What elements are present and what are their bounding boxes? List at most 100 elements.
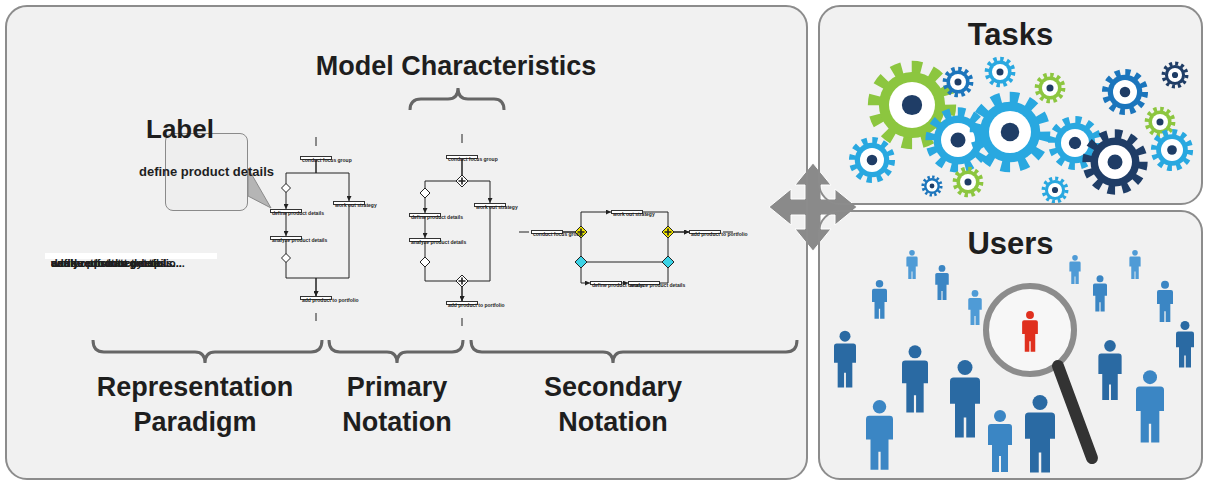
person	[1176, 321, 1194, 368]
panel-ground	[818, 210, 1203, 480]
gear	[1087, 134, 1143, 190]
process-box: add product to portfolio	[300, 296, 332, 300]
bracket	[93, 340, 322, 363]
sequence-flow	[660, 232, 689, 283]
process-label: conduct focus group	[448, 157, 498, 163]
gateway-plus	[459, 178, 466, 185]
sequence-flow	[316, 205, 349, 296]
gateway-diamond	[420, 188, 430, 198]
gear	[955, 169, 981, 195]
process-box: add product to portfolio	[689, 230, 721, 234]
gateways	[282, 175, 675, 287]
flow-stub	[519, 232, 529, 233]
process-box: add product to portfolio	[446, 301, 478, 305]
sequence-flow	[563, 232, 590, 283]
person	[1129, 250, 1140, 279]
person	[935, 265, 949, 300]
process-box: conduct focus group	[531, 230, 563, 234]
layer-label: Label	[146, 113, 214, 147]
process-box: work out strategy	[611, 210, 643, 214]
bracket	[471, 340, 797, 363]
task-gears	[852, 59, 1190, 202]
flow-stub	[316, 137, 317, 146]
process-box: analyze product details	[409, 238, 441, 242]
process-box: define product details	[590, 281, 622, 285]
person	[1069, 255, 1080, 284]
person	[1157, 281, 1173, 322]
parallel-gateway	[662, 226, 674, 238]
flow-stubs	[316, 134, 733, 326]
process-label: add product to portfolio	[691, 232, 748, 238]
process-label: analyze product details	[630, 283, 685, 289]
category-label: Representation Paradigm	[70, 370, 320, 440]
panel-ground	[5, 5, 808, 480]
person	[1025, 395, 1055, 473]
flow-stub	[316, 313, 317, 321]
sequence-flow	[286, 240, 316, 296]
process-label: analyze product details	[411, 240, 466, 246]
sequence-flow	[286, 160, 316, 209]
four-way-arrow	[769, 163, 857, 251]
process-label: conduct focus group	[533, 232, 583, 238]
process-box: work out strategy	[474, 203, 506, 207]
gateway-diamond	[575, 256, 587, 268]
process-box: work out strategy	[333, 201, 365, 205]
panel-ground	[818, 5, 1203, 205]
person	[950, 360, 980, 438]
gateway-plus	[665, 229, 672, 236]
sequence-flow	[462, 207, 490, 301]
person	[1136, 370, 1164, 442]
person	[968, 290, 982, 325]
gateway-diamond	[420, 257, 430, 267]
gear	[1164, 64, 1187, 87]
person	[1093, 275, 1107, 311]
process-box: define product details	[270, 209, 302, 213]
process-label: conduct focus group	[302, 158, 352, 164]
bracket	[329, 340, 463, 363]
connectors	[286, 159, 689, 301]
person	[1098, 340, 1121, 400]
panel-heading: Users	[820, 226, 1201, 262]
sequence-flow	[425, 159, 462, 213]
bracket	[410, 88, 504, 110]
magnifier-handle	[1058, 366, 1092, 458]
gear	[1147, 109, 1173, 135]
process-label: define product details	[411, 215, 463, 221]
panel-heading: Tasks	[820, 17, 1201, 53]
process-label: add product to portfolio	[448, 303, 505, 309]
process-box: conduct focus group	[300, 156, 332, 160]
gateway-diamond	[662, 256, 674, 268]
callout-text: define product details	[139, 164, 274, 180]
process-label: add product to portfolio	[302, 298, 359, 304]
person-highlighted	[1022, 311, 1038, 352]
gateway-diamond	[282, 184, 291, 193]
text-list: conduct focus group...work out strategy.…	[45, 253, 217, 259]
sequence-flow	[425, 217, 426, 238]
process-box: define product details	[409, 213, 441, 217]
gateway-plus	[459, 278, 466, 285]
sequence-flow	[425, 242, 462, 301]
gear	[923, 177, 941, 195]
gateway-diamond	[282, 254, 291, 263]
process-box: analyze product details	[628, 281, 660, 285]
gear	[987, 59, 1013, 85]
gear	[852, 140, 891, 179]
person	[872, 280, 887, 319]
gear	[945, 69, 971, 95]
gear	[1037, 75, 1063, 101]
process-box: conduct focus group	[446, 155, 478, 159]
process-label: analyze product details	[272, 238, 327, 244]
panel-heading: Model Characteristics	[256, 51, 656, 82]
parallel-gateway	[456, 275, 468, 287]
loop-line	[587, 262, 662, 263]
users-panel: Users	[818, 210, 1203, 480]
sequence-flow	[563, 212, 611, 232]
person	[866, 400, 893, 470]
person	[834, 331, 856, 388]
parallel-gateway	[456, 175, 468, 187]
sequence-flow	[286, 213, 287, 236]
label-callout: define product details	[165, 133, 248, 211]
process-label: define product details	[272, 211, 324, 217]
process-label: work out strategy	[335, 203, 377, 209]
